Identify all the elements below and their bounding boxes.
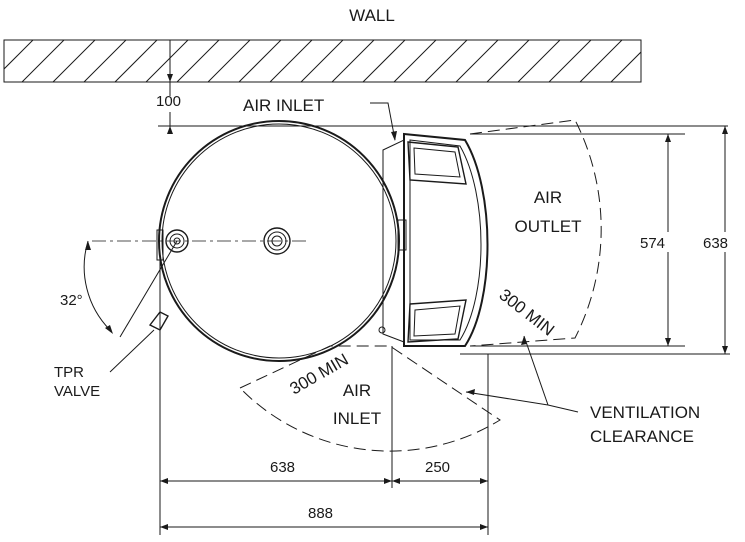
air-outlet-line1: AIR [534,188,562,207]
wall-hatch-line [455,40,499,82]
wall-hatch-line [548,40,592,82]
air-inlet-arrow [391,131,397,141]
heat-pump-unit [378,132,489,347]
wall-hatch-line [393,40,437,82]
tpr-angle: 32° [60,240,178,338]
wall-hatch-line [0,40,2,82]
wall-hatch-line [331,40,375,82]
air-inlet-top-label: AIR INLET [243,96,324,115]
wall-hatch-line [83,40,127,82]
wall-gap-value: 100 [156,93,181,110]
wall-hatch-line [21,40,65,82]
vertical-dimensions: 574 638 [460,126,743,355]
bottom-clearance-zone [239,345,501,452]
wall-gap-dimension: 100 [156,40,181,134]
air-inlet-bottom-line1: AIR [343,381,371,400]
angle-label: 32° [60,292,83,309]
wall-hatch-line [4,40,34,70]
ventilation-label-line1: VENTILATION [590,403,700,422]
horizontal-dimensions: 638 250 888 [159,260,489,535]
wall-hatch-line [486,40,530,82]
wall [0,39,715,83]
ventilation-leaders [465,335,579,413]
tpr-label-line2: VALVE [54,383,100,400]
wall-hatch-line [207,40,251,82]
wall-hatch-line [300,40,344,82]
right-clearance-zone [469,119,602,347]
ventilation-label-line2: CLEARANCE [590,427,694,446]
width-unit-value: 250 [425,459,450,476]
wall-hatch-line [517,40,561,82]
air-inlet-bottom-line2: INLET [333,409,381,428]
tpr-label-line1: TPR [54,364,84,381]
wall-hatch-line [579,40,623,82]
wall-hatch-line [673,40,715,82]
water-heater-tank [92,120,400,362]
wall-hatch-line [269,40,313,82]
wall-hatch-line [642,40,684,82]
wall-hatch-line [238,40,282,82]
clearance-right-label: 300 MIN [496,285,558,340]
wall-hatch-line [610,51,641,82]
air-outlet-line2: OUTLET [514,217,581,236]
width-tank-value: 638 [270,459,295,476]
wall-hatch-line [176,40,220,82]
wall-hatch-line [362,40,406,82]
wall-label: WALL [349,6,395,25]
tpr-valve-icon [148,311,169,331]
height-outer-value: 638 [703,235,728,252]
tpr-leader [109,329,155,373]
wall-hatch-line [114,40,158,82]
air-inlet-leader [370,102,396,141]
wall-hatch-line [424,40,468,82]
wall-hatch-line [52,40,96,82]
width-total-value: 888 [308,505,333,522]
wall-hatch-line [145,40,189,82]
height-inner-value: 574 [640,235,665,252]
